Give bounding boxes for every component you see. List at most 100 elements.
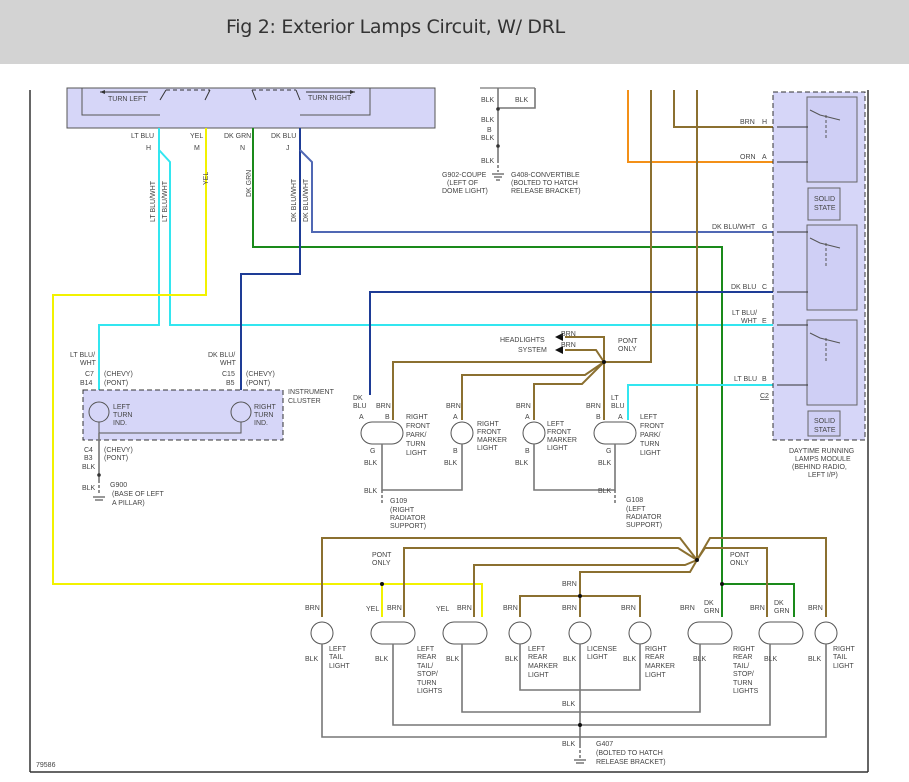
make-label: (CHEVY) (104, 371, 133, 378)
light-label: LIGHT (477, 445, 498, 452)
connector-label: C4 (84, 447, 93, 454)
pin-label: H (762, 119, 767, 126)
wire-label: BRN (516, 403, 531, 410)
wire-label: BRN (680, 605, 695, 612)
light-label: LIGHT (547, 445, 568, 452)
wire-dk-grn (252, 128, 795, 617)
pin-label: A (525, 414, 530, 421)
pin-label: G (762, 224, 767, 231)
wire-label: BLU (611, 403, 625, 410)
light-label: REAR (645, 654, 664, 661)
wire-label: BLU (353, 403, 367, 410)
wire-label: BLK (515, 460, 529, 467)
note-label: ONLY (372, 560, 391, 567)
light-label: LEFT (528, 646, 546, 653)
wire-label: BLK (598, 488, 612, 495)
light-label: STOP/ (417, 671, 438, 678)
wire-label: BLK (82, 464, 96, 471)
make-label: (PONT) (104, 455, 128, 462)
pin-label: G (370, 448, 375, 455)
connector-label: C2 (760, 393, 769, 400)
wire-label: BRN (562, 605, 577, 612)
wire-label: BLK (515, 97, 529, 104)
ground-label: SUPPORT) (626, 522, 662, 529)
front-lights: HEADLIGHTS SYSTEM BRN BRN PONT ONLY DK B… (353, 331, 665, 530)
pin-label: A (453, 414, 458, 421)
make-label: (CHEVY) (246, 371, 275, 378)
light-label: LIGHT (329, 663, 350, 670)
wire-label: LT BLU (734, 376, 757, 383)
ground-label: G108 (626, 497, 643, 504)
make-label: (CHEVY) (104, 447, 133, 454)
ground-label: RADIATOR (390, 515, 426, 522)
ground-label: DOME LIGHT) (442, 188, 488, 195)
note-label: PONT (372, 552, 392, 559)
wire-label: BLK (364, 460, 378, 467)
pin-label: B (596, 414, 601, 421)
figure-title: Fig 2: Exterior Lamps Circuit, W/ DRL (226, 16, 565, 38)
wire-label: LT BLU (131, 133, 154, 140)
connector-label: C7 (85, 371, 94, 378)
light-label: FRONT (477, 429, 502, 436)
wire-label: BRN (561, 331, 576, 338)
light-label: RIGHT (833, 646, 856, 653)
ground-label: SUPPORT) (390, 523, 426, 530)
wire-label: DK (704, 600, 714, 607)
pin-label: H (146, 145, 151, 152)
light-label: TURN (640, 441, 659, 448)
light-label: REAR (528, 654, 547, 661)
light-label: TURN (733, 680, 752, 687)
light-label: LEFT (417, 646, 435, 653)
make-label: (PONT) (246, 380, 270, 387)
solid-state-label: SOLID (814, 196, 835, 203)
wire-label: BLK (375, 656, 389, 663)
ground-label: G109 (390, 498, 407, 505)
wire-label: YEL (436, 606, 449, 613)
module-label: LAMPS MODULE (795, 456, 851, 463)
light-label: TURN (417, 680, 436, 687)
instrument-cluster: LT BLU/ WHT C7 B14 (CHEVY) (PONT) DK BLU… (70, 352, 335, 507)
light-label: LIGHT (833, 663, 854, 670)
drl-module: SOLID STATE SOLID STATE BRN H ORN A DK B… (712, 91, 866, 479)
light-label: LIGHT (587, 654, 608, 661)
wire-label: BLK (598, 460, 612, 467)
rear-lights: PONT ONLY PONT ONLY BRN YEL BRN YEL BRN … (305, 537, 856, 766)
wire-label: GRN (774, 608, 790, 615)
light-label: MARKER (645, 663, 675, 670)
wire-label: WHT (741, 318, 758, 325)
wire-label: BLK (305, 656, 319, 663)
ground-label: RELEASE BRACKET) (596, 759, 666, 766)
wire-label: LT BLU/WHT (162, 180, 169, 222)
ground-label: G407 (596, 741, 613, 748)
pin-label: N (240, 145, 245, 152)
pin-label: A (618, 414, 623, 421)
indicator-label: LEFT (113, 404, 131, 411)
light-label: REAR (417, 654, 436, 661)
light-label: MARKER (528, 663, 558, 670)
ground-label: G900 (110, 482, 127, 489)
wire-label: YEL (203, 172, 210, 185)
wire-label: WHT (220, 360, 237, 367)
indicator-label: IND. (254, 420, 268, 427)
light-label: TURN (406, 441, 425, 448)
note-label: ONLY (730, 560, 749, 567)
wire-orn (627, 90, 777, 163)
light-label: LEFT (329, 646, 347, 653)
light-label: FRONT (406, 423, 431, 430)
light-label: LEFT (640, 414, 658, 421)
light-label: LIGHT (640, 450, 661, 457)
light-label: PARK/ (640, 432, 661, 439)
light-label: TAIL/ (417, 663, 433, 670)
pin-label: A (359, 414, 364, 421)
wire-label: BLK (481, 97, 495, 104)
wire-label: WHT (80, 360, 97, 367)
turn-right-label: TURN RIGHT (308, 95, 352, 102)
wire-label: BLK (481, 135, 495, 142)
ground-label: (LEFT OF (447, 180, 478, 187)
indicator-label: TURN (113, 412, 132, 419)
turn-left-label: TURN LEFT (108, 96, 147, 103)
wire-label: BLK (481, 117, 495, 124)
headlights-label: HEADLIGHTS (500, 337, 545, 344)
pin-label: B (453, 448, 458, 455)
